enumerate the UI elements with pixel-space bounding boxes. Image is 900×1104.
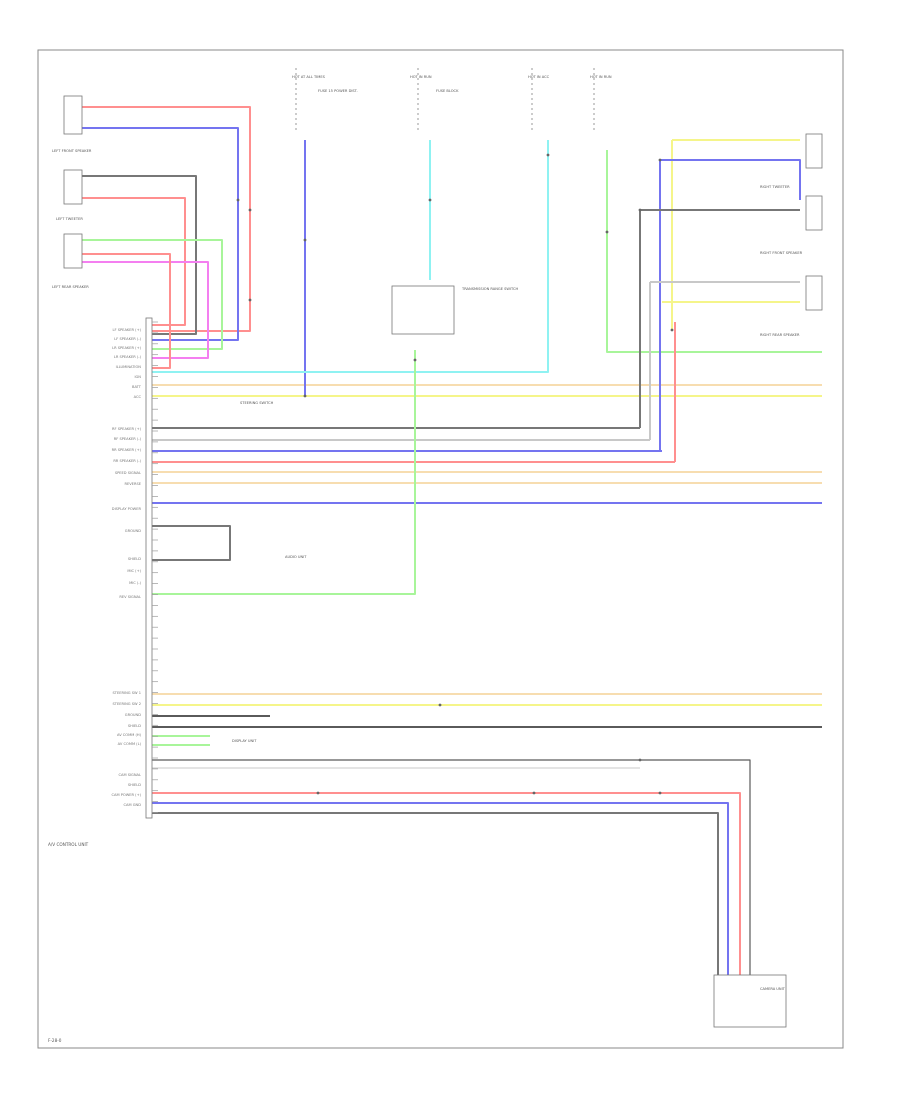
middle-label-2: STEERING SWITCH xyxy=(240,401,274,405)
splice-dot-4 xyxy=(303,238,307,242)
pin-label-8: ACC xyxy=(134,395,142,399)
diagram-frame xyxy=(37,49,844,1049)
cam-power-wire xyxy=(150,792,741,975)
middle-label-4: DISPLAY UNIT xyxy=(232,739,257,743)
symbols-layer xyxy=(63,68,823,1028)
pin-label-2: LF SPEAKER (-) xyxy=(114,337,141,341)
splice-dot-1 xyxy=(236,198,240,202)
left-tweeter-box xyxy=(63,169,83,205)
wires-layer xyxy=(82,106,822,975)
labels-layer: HOT AT ALL TIMES FUSE 15 POWER DIST. HOT I… xyxy=(52,75,803,991)
top-block-label-6: HOT IN RUN xyxy=(590,75,612,79)
right-tweeter-box xyxy=(805,133,823,169)
pin-label-13: SPEED SIGNAL xyxy=(115,471,141,475)
pin-label-4: LR SPEAKER (-) xyxy=(114,355,142,359)
lf-speaker-minus-wire xyxy=(82,127,239,341)
splice-dot-12 xyxy=(303,394,307,398)
left-rear-wire xyxy=(82,253,171,369)
right-component-label-2: RIGHT FRONT SPEAKER xyxy=(760,251,803,255)
middle-label-3: AUDIO UNIT xyxy=(285,555,307,559)
splice-dot-3 xyxy=(248,298,252,302)
pin-label-1: LF SPEAKER (+) xyxy=(113,328,142,332)
pin-label-3: LR SPEAKER (+) xyxy=(112,346,141,350)
camera-unit-box xyxy=(713,974,787,1028)
pin-label-5: ILLUMINATION xyxy=(116,365,142,369)
fuse-feed-wire xyxy=(606,150,822,353)
pin-label-23: GROUND xyxy=(125,713,141,717)
pin-label-7: BATT xyxy=(132,385,142,389)
pin-label-15: DISPLAY POWER xyxy=(112,507,142,511)
splice-dot-9 xyxy=(658,158,662,162)
pin-label-16: GROUND xyxy=(125,529,141,533)
splice-dot-17 xyxy=(532,791,536,795)
splice-dot-15 xyxy=(658,791,662,795)
top-block-label-3: HOT IN RUN xyxy=(410,75,432,79)
pin-label-28: SHIELD xyxy=(128,783,141,787)
left-component-label-2: LEFT TWEETER xyxy=(56,217,83,221)
top-block-label-1: HOT AT ALL TIMES xyxy=(292,75,326,79)
left-tweeter-wire-1 xyxy=(82,175,197,335)
right-rear-speaker-box xyxy=(805,275,823,311)
left-tweeter-wire-3 xyxy=(82,261,209,359)
pin-label-30: CAM GND xyxy=(124,803,142,807)
lf-speaker-plus-wire xyxy=(82,106,251,332)
pin-label-24: SHIELD xyxy=(128,724,141,728)
pin-label-22: STEERING SW 2 xyxy=(113,702,141,706)
right-component-label-3: RIGHT REAR SPEAKER xyxy=(760,333,800,337)
pin-label-17: SHIELD xyxy=(128,557,141,561)
steering-feed-wire xyxy=(150,350,416,595)
top-block-label-5: HOT IN ACC xyxy=(528,75,550,79)
rf-speaker-wire-a xyxy=(660,159,801,200)
transmission-switch-box xyxy=(391,285,455,335)
left-component-label-1: LEFT FRONT SPEAKER xyxy=(52,149,92,153)
top-block-label-2: FUSE 15 POWER DIST. xyxy=(318,89,358,93)
ign-feed-wire xyxy=(150,140,549,373)
cam-shield-wire xyxy=(150,759,751,975)
cam-signal-wire xyxy=(150,802,729,975)
pin-label-27: CAM SIGNAL xyxy=(119,773,142,777)
splice-dot-8 xyxy=(638,208,642,212)
right-component-label-1: RIGHT TWEETER xyxy=(760,185,790,189)
pin-label-18: MIC (+) xyxy=(127,569,141,573)
display-power-wire xyxy=(150,525,231,561)
pin-label-6: IGN xyxy=(134,375,141,379)
pin-label-29: CAM POWER (+) xyxy=(112,793,142,797)
control-unit-label: A/V CONTROL UNIT xyxy=(48,842,89,847)
pin-label-26: AV COMM (L) xyxy=(118,742,142,746)
splice-dot-11 xyxy=(413,358,417,362)
pin-label-10: RF SPEAKER (-) xyxy=(114,437,142,441)
splice-dot-13 xyxy=(438,703,442,707)
splice-dot-2 xyxy=(248,208,252,212)
splice-dot-10 xyxy=(670,328,674,332)
splice-dot-5 xyxy=(428,198,432,202)
right-front-speaker-box xyxy=(805,195,823,231)
top-block-label-4: FUSE BLOCK xyxy=(436,89,459,93)
splice-dot-16 xyxy=(316,791,320,795)
control-unit-pin-strip xyxy=(145,317,153,819)
pin-label-19: MIC (-) xyxy=(129,581,142,585)
pin-label-9: RF SPEAKER (+) xyxy=(112,427,142,431)
left-component-label-3: LEFT REAR SPEAKER xyxy=(52,285,89,289)
left-rear-speaker-box xyxy=(63,233,83,269)
pin-label-14: REVERSE xyxy=(124,482,141,486)
left-tweeter-wire-2 xyxy=(82,239,223,350)
pin-label-25: AV COMM (H) xyxy=(117,733,142,737)
middle-label-1: TRANSMISSION RANGE SWITCH xyxy=(461,287,519,291)
pin-label-20: REV SIGNAL xyxy=(119,595,141,599)
splice-dot-14 xyxy=(638,758,642,762)
footer-code: F-28-0 xyxy=(48,1038,62,1043)
left-front-speaker-box xyxy=(63,95,83,135)
pin-label-12: RR SPEAKER (-) xyxy=(113,459,141,463)
splice-dot-7 xyxy=(605,230,609,234)
splice-dot-6 xyxy=(546,153,550,157)
camera-unit-label: CAMERA UNIT xyxy=(760,987,786,991)
pin-label-11: RR SPEAKER (+) xyxy=(112,448,142,452)
cam-ground-wire xyxy=(150,812,719,975)
pin-label-21: STEERING SW 1 xyxy=(113,691,141,695)
